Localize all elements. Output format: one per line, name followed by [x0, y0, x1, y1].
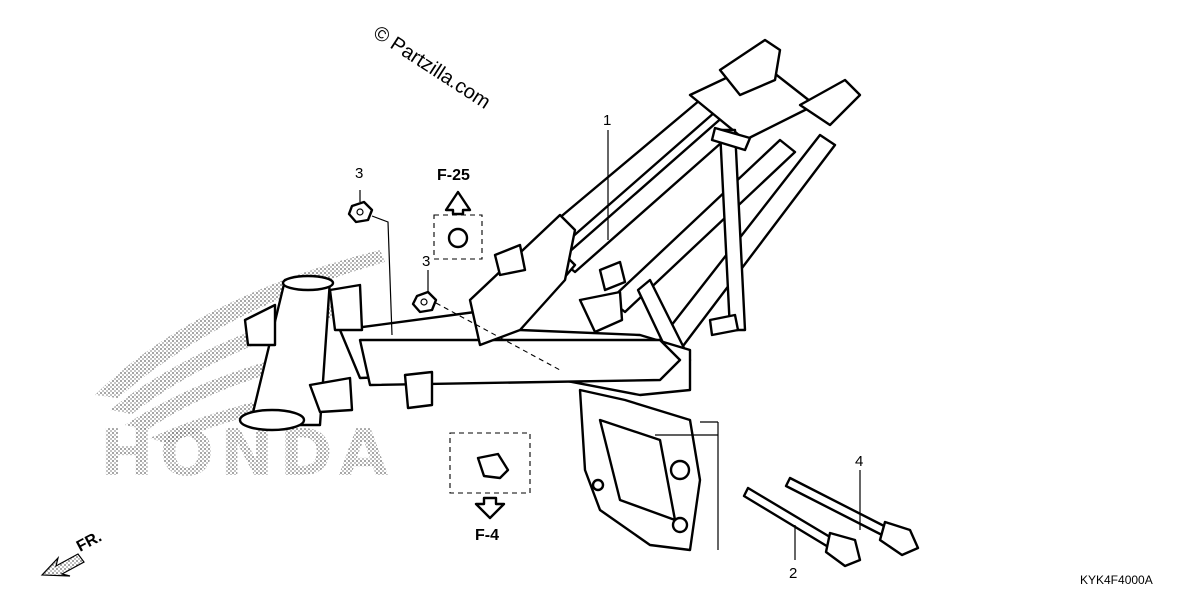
callout-3-upper: 3	[355, 165, 363, 182]
reference-box-f25	[433, 190, 483, 260]
nut-part-3-lower	[411, 290, 438, 314]
diagram-code: KYK4F4000A	[1080, 573, 1153, 587]
nut-part-3-upper	[347, 200, 374, 224]
reference-f25-label: F-25	[437, 167, 470, 184]
partzilla-watermark: © Partzilla.com	[369, 22, 494, 114]
frame-body-part	[238, 38, 862, 552]
bolt-part-4	[784, 476, 920, 557]
callout-3-lower: 3	[422, 253, 430, 270]
callout-2: 2	[789, 565, 797, 582]
reference-f4-label: F-4	[475, 527, 499, 544]
bolt-part-2	[742, 486, 862, 568]
honda-brand-text: HONDA	[100, 417, 394, 491]
callout-1: 1	[603, 112, 611, 129]
front-marker-label: FR.	[74, 528, 105, 555]
reference-box-f4	[449, 432, 531, 520]
front-direction-marker: FR.	[40, 528, 105, 577]
leader-lines	[359, 130, 861, 560]
callout-4: 4	[855, 453, 863, 470]
